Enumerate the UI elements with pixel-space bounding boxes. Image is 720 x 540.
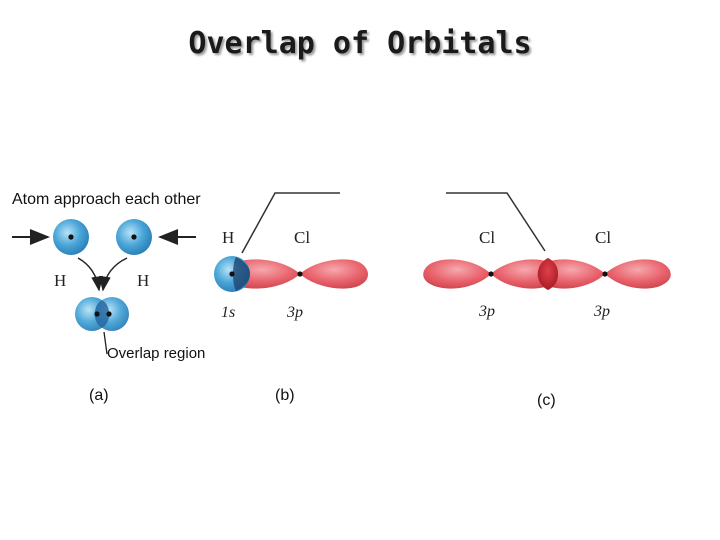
- nucleus-dot: [488, 271, 494, 277]
- cl-right-3p-outer-lobe: [605, 259, 671, 289]
- nucleus-dot: [229, 271, 235, 277]
- nucleus-dot: [131, 234, 137, 240]
- nucleus-dot: [68, 234, 74, 240]
- panel-a-heading: Atom approach each other: [12, 191, 201, 208]
- orbital-3p-label-right: 3p: [593, 303, 610, 320]
- orbital-1s-label: 1s: [221, 304, 235, 321]
- cl-3p-lobe-right: [300, 259, 368, 289]
- cl-atom-label-left: Cl: [479, 228, 495, 247]
- page-title: Overlap of Orbitals: [188, 26, 532, 61]
- pointer-line-b: [241, 192, 340, 254]
- nucleus-dot: [94, 311, 100, 317]
- merge-arrow-right: [98, 257, 128, 292]
- overlap-region-c: [538, 258, 558, 290]
- h-label-right: H: [137, 271, 149, 290]
- cl-left-3p-outer-lobe: [423, 259, 491, 289]
- orbital-3p-label-left: 3p: [478, 303, 495, 320]
- h-label-left: H: [54, 271, 66, 290]
- cl-atom-label: Cl: [294, 228, 310, 247]
- orbital-3p-label: 3p: [286, 304, 303, 321]
- overlap-region-b: [233, 257, 250, 291]
- overlap-region-shade: [95, 301, 109, 327]
- caption-a: (a): [89, 387, 109, 404]
- overlap-region-label: Overlap region: [107, 345, 205, 362]
- h-atom-label: H: [222, 228, 234, 247]
- nucleus-dot: [297, 271, 303, 277]
- panel-a: Atom approach each other H H Overlap reg…: [12, 191, 205, 404]
- overlap-pointer-line: [103, 331, 108, 355]
- panel-b: H Cl 1s 3p (b): [214, 192, 368, 404]
- caption-c: (c): [537, 392, 556, 409]
- nucleus-dot: [106, 311, 112, 317]
- caption-b: (b): [275, 387, 295, 404]
- cl-atom-label-right: Cl: [595, 228, 611, 247]
- nucleus-dot: [602, 271, 608, 277]
- pointer-line-c: [446, 192, 546, 252]
- merge-arrow-left: [77, 257, 104, 292]
- panel-c: Cl Cl 3p 3p (c): [423, 192, 671, 409]
